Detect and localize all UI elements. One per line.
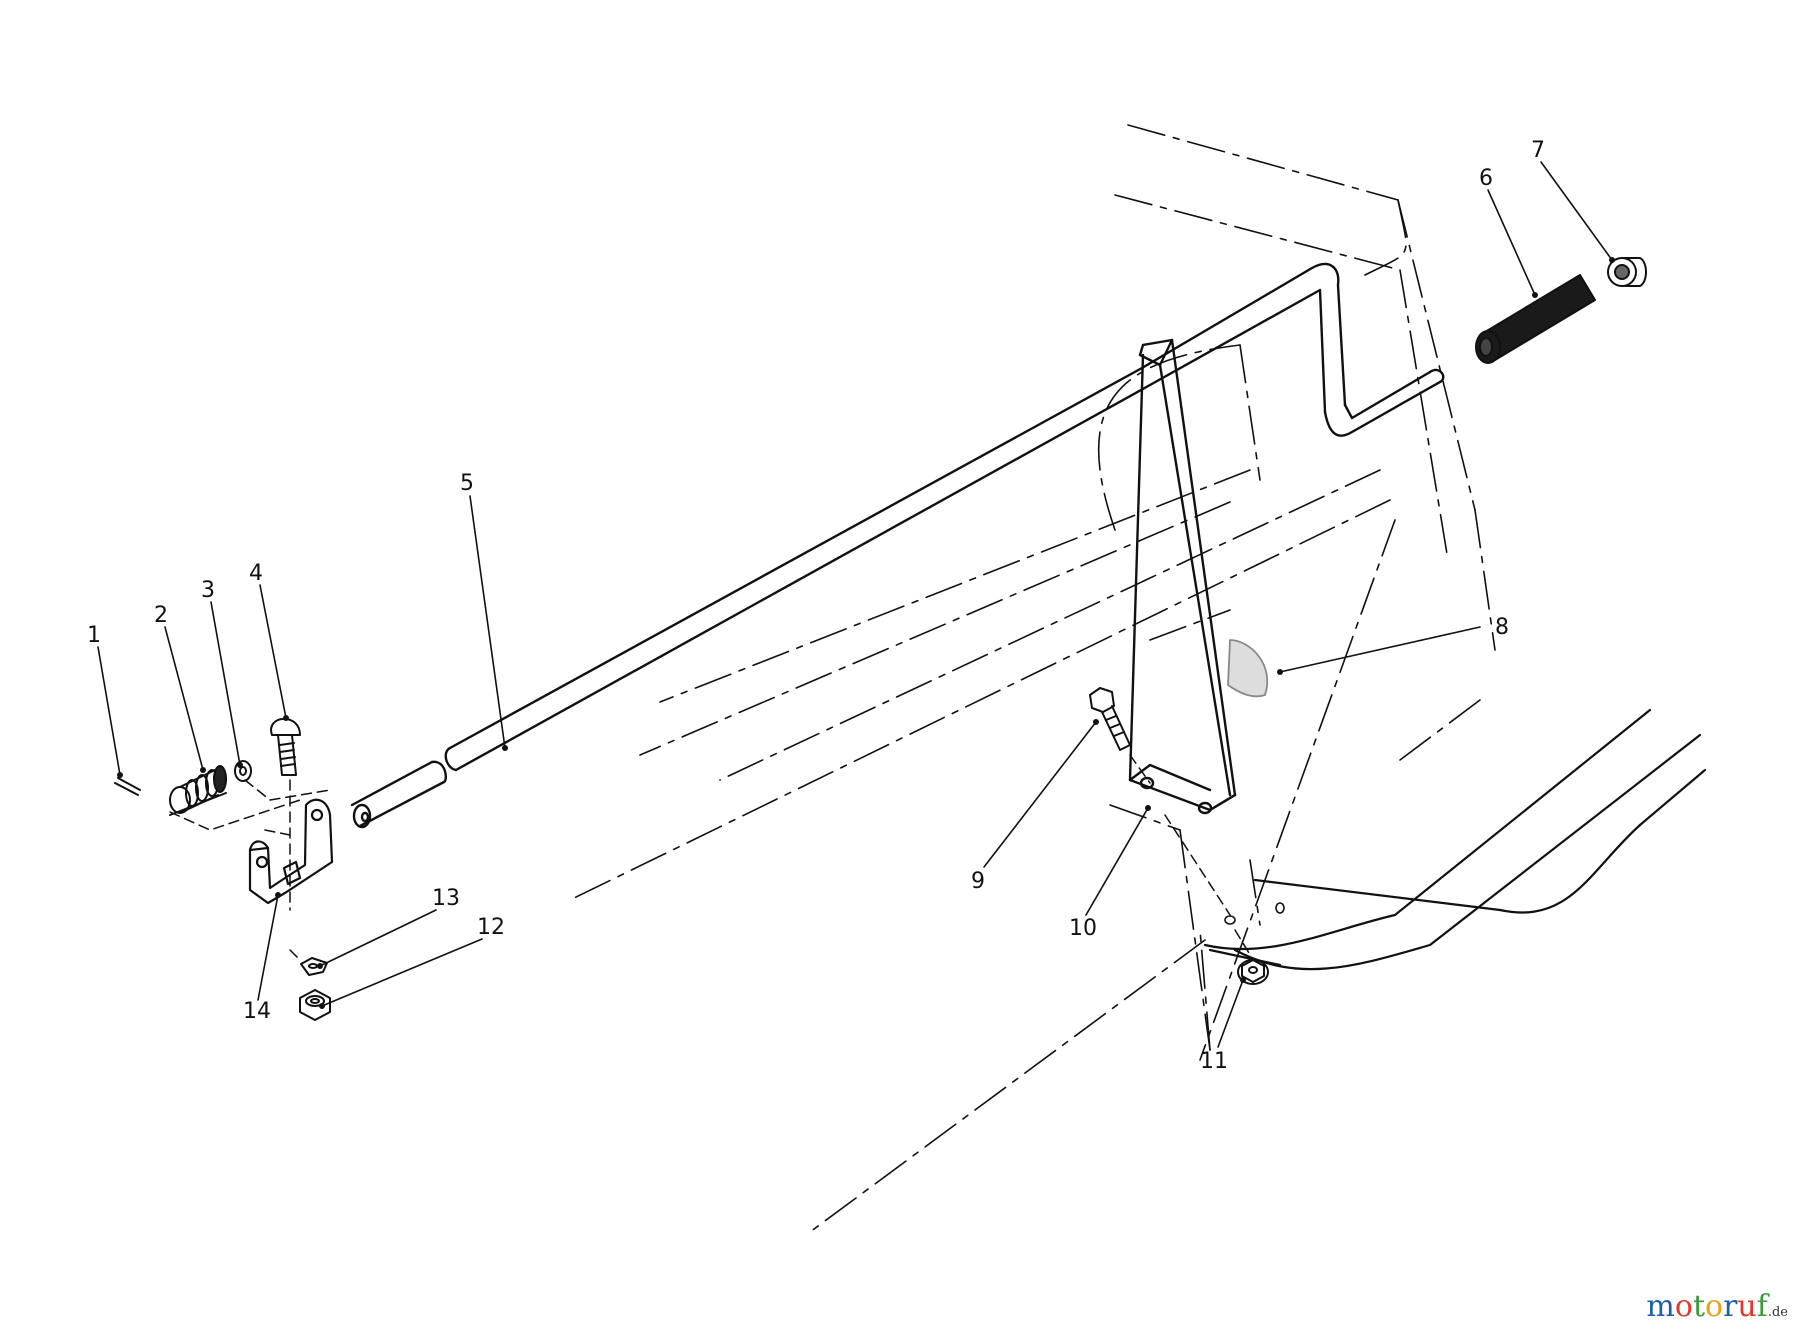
bracket-arm (1128, 338, 1237, 815)
end-cap (1607, 257, 1647, 287)
callout-13: 13 (432, 886, 460, 911)
callout-7: 7 (1531, 138, 1545, 163)
watermark-letter: u (1737, 1289, 1757, 1324)
handle-grip (1475, 274, 1596, 364)
spring (169, 765, 227, 816)
watermark-letter: f (1756, 1289, 1768, 1324)
callout-11: 11 (1200, 1049, 1228, 1074)
callout-5: 5 (460, 471, 474, 496)
watermark-letter: o (1705, 1289, 1724, 1324)
callout-14: 14 (243, 999, 271, 1024)
callout-8: 8 (1495, 615, 1509, 640)
rod-assembly (444, 262, 1445, 772)
body-outline-phantom (569, 124, 1496, 1233)
leader-lines (97, 161, 1613, 1048)
cotter-pin (114, 777, 141, 796)
hex-bolt (1089, 687, 1131, 751)
callout-6: 6 (1479, 166, 1493, 191)
callout-labels: 1 2 3 4 5 6 7 8 9 10 11 12 13 14 (87, 138, 1545, 1074)
watermark-tld: .de (1767, 1305, 1788, 1320)
callout-9: 9 (971, 869, 985, 894)
leader-dots (117, 257, 1615, 1009)
flange-nut (1237, 959, 1269, 985)
short-tube (350, 760, 447, 829)
decal (1227, 639, 1269, 698)
callout-12: 12 (477, 915, 505, 940)
callout-10: 10 (1069, 916, 1097, 941)
lock-washer (300, 957, 328, 976)
watermark-logo: motoruf.de (1646, 1289, 1788, 1324)
clevis-bracket (248, 798, 334, 905)
callout-2: 2 (154, 603, 168, 628)
watermark-letter: o (1674, 1289, 1693, 1324)
watermark-letter: t (1692, 1289, 1705, 1324)
callout-4: 4 (249, 561, 263, 586)
lock-nut (299, 989, 331, 1021)
carriage-bolt (270, 717, 301, 776)
assembly-lines (169, 754, 1253, 961)
watermark-letter: m (1646, 1289, 1675, 1324)
watermark-letter: r (1723, 1289, 1738, 1324)
callout-1: 1 (87, 623, 101, 648)
callout-3: 3 (201, 578, 215, 603)
